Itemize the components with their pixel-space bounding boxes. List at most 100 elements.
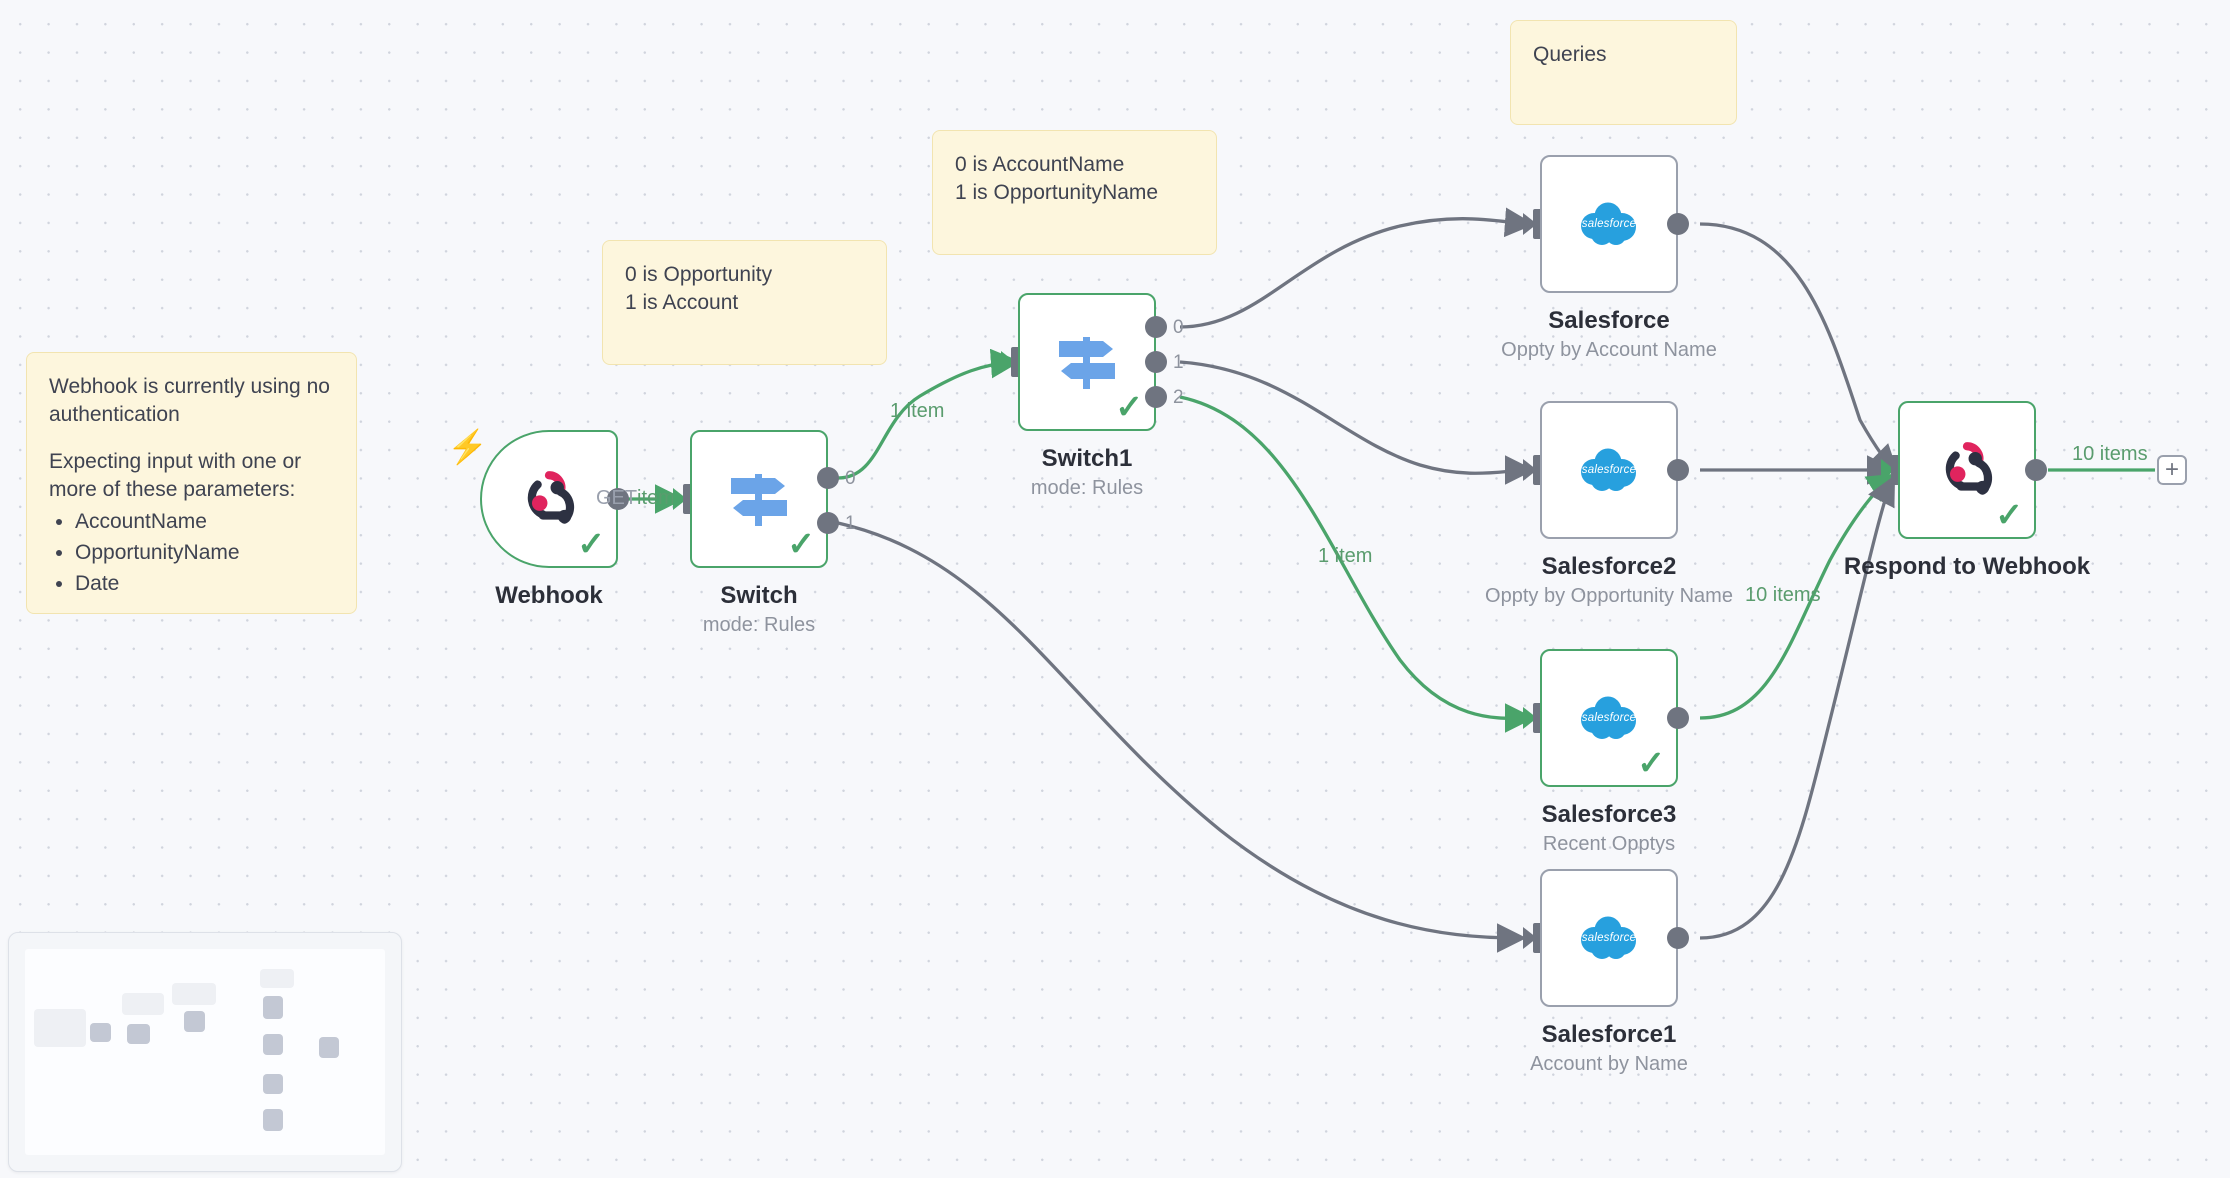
node-title: Salesforce1: [1541, 1021, 1677, 1048]
edge-switch1-0-to-salesforce: [1179, 207, 1535, 329]
edge-label-switch-to-switch1: 1 item: [890, 400, 945, 422]
webhook-icon: [527, 471, 575, 524]
minimap-node: [319, 1037, 339, 1058]
add-node-button[interactable]: +: [2157, 455, 2187, 485]
node-success-check-icon: ✓: [787, 525, 815, 562]
salesforce-wordmark: salesforce: [1581, 464, 1637, 476]
sticky-line: 0 is Opportunity: [625, 263, 773, 286]
edge-label-salesforce3-to-respond: 10 items: [1745, 584, 1821, 606]
edge-label-webhook-items: item: [637, 487, 675, 509]
edge-label-webhook-method: GET: [596, 487, 638, 509]
sticky-line: 1 is Account: [625, 290, 739, 314]
switch-icon: [731, 474, 787, 526]
sticky-line: Expecting input with one or: [49, 449, 302, 473]
node-subtitle: Recent Opptys: [1542, 833, 1676, 855]
node-salesforce2-box[interactable]: salesforce: [1540, 401, 1678, 539]
node-title: Webhook: [495, 582, 603, 609]
salesforce-icon: salesforce: [1578, 448, 1640, 492]
output-port-dot[interactable]: [1667, 459, 1689, 481]
node-subtitle: Oppty by Account Name: [1501, 339, 1717, 361]
minimap-node: [263, 1034, 283, 1055]
list-item: OpportunityName: [75, 539, 334, 567]
node-success-check-icon: ✓: [577, 525, 605, 562]
sticky-line: 0 is AccountName: [955, 153, 1125, 176]
sticky-line: 1 is OpportunityName: [955, 180, 1159, 204]
minimap-node: [263, 996, 283, 1019]
node-title: Switch1: [1041, 445, 1133, 472]
sticky-line: Webhook is currently using no: [49, 375, 330, 398]
minimap-note: [260, 969, 294, 988]
minimap-node: [127, 1024, 150, 1044]
sticky-note-webhook-auth[interactable]: Webhook is currently using no authentica…: [26, 352, 357, 614]
output-port-dot[interactable]: [2025, 459, 2047, 481]
sticky-line: more of these parameters:: [49, 477, 296, 501]
minimap-node: [184, 1011, 205, 1032]
node-switch[interactable]: ✓ 0 1 Switch mode: Rules: [673, 430, 856, 636]
output-label-1: 1: [845, 513, 856, 534]
node-salesforce2[interactable]: salesforce Salesforce2 Oppty by Opportun…: [1485, 401, 1733, 607]
node-switch1-box[interactable]: ✓: [1018, 293, 1156, 431]
node-salesforce3[interactable]: salesforce ✓ Salesforce3 Recent Opptys: [1523, 649, 1689, 855]
list-item: AccountName: [75, 508, 334, 536]
node-success-check-icon: ✓: [1995, 496, 2023, 533]
switch-icon: [1059, 337, 1115, 389]
salesforce-wordmark: salesforce: [1581, 712, 1637, 724]
node-respond-box[interactable]: ✓: [1898, 401, 2036, 539]
minimap-note: [122, 993, 164, 1015]
salesforce-wordmark: salesforce: [1581, 932, 1637, 944]
node-switch1[interactable]: ✓ 0 1 2 Switch1 mode: Rules: [1001, 293, 1184, 499]
node-salesforce1[interactable]: salesforce Salesforce1 Account by Name: [1523, 869, 1689, 1075]
output-port-dot[interactable]: [1667, 213, 1689, 235]
output-port-dot-2[interactable]: [1145, 386, 1167, 408]
node-subtitle: Account by Name: [1530, 1053, 1688, 1075]
output-port-dot-1[interactable]: [1145, 351, 1167, 373]
node-subtitle: Oppty by Opportunity Name: [1485, 585, 1733, 607]
output-port-dot[interactable]: [607, 488, 629, 510]
webhook-icon: [1945, 442, 1993, 495]
output-port-dot[interactable]: [1667, 707, 1689, 729]
trigger-bolt-icon: ⚡: [447, 428, 489, 465]
minimap-note: [34, 1009, 86, 1047]
output-port-dot-1[interactable]: [817, 512, 839, 534]
minimap-node: [263, 1109, 283, 1131]
sticky-note-switch1-mapping[interactable]: 0 is AccountName 1 is OpportunityName: [932, 130, 1217, 255]
sticky-line: authentication: [49, 402, 180, 426]
output-label-1: 1: [1173, 352, 1184, 373]
salesforce-wordmark: salesforce: [1581, 218, 1637, 230]
node-salesforce3-box[interactable]: salesforce ✓: [1540, 649, 1678, 787]
node-title: Salesforce3: [1541, 801, 1677, 828]
list-item: Date: [75, 570, 334, 598]
node-salesforce[interactable]: salesforce Salesforce Oppty by Account N…: [1501, 155, 1717, 361]
output-label-0: 0: [845, 468, 856, 489]
output-port-dot-0[interactable]: [817, 467, 839, 489]
node-respond-to-webhook[interactable]: ✓ Respond to Webhook: [1844, 401, 2090, 580]
node-success-check-icon: ✓: [1637, 744, 1665, 781]
minimap-viewport[interactable]: [25, 949, 385, 1155]
node-success-check-icon: ✓: [1115, 388, 1143, 425]
node-webhook[interactable]: ⚡ ✓ Webhook: [447, 428, 629, 609]
edge-salesforce-to-respond: [1699, 222, 1899, 475]
sticky-note-switch-mapping[interactable]: 0 is Opportunity 1 is Account: [602, 240, 887, 365]
node-webhook-box[interactable]: ✓: [480, 430, 618, 568]
node-salesforce1-box[interactable]: salesforce: [1540, 869, 1678, 1007]
sticky-spacer: [49, 429, 334, 448]
sticky-note-queries[interactable]: Queries: [1510, 20, 1737, 125]
node-salesforce-box[interactable]: salesforce: [1540, 155, 1678, 293]
sticky-bullet-list: AccountName OpportunityName Date: [75, 508, 334, 598]
output-port-dot-0[interactable]: [1145, 316, 1167, 338]
node-subtitle: mode: Rules: [1030, 477, 1144, 499]
output-label-0: 0: [1173, 317, 1184, 338]
edge-switch1-1-to-salesforce2: [1179, 360, 1535, 485]
output-port-dot[interactable]: [1667, 927, 1689, 949]
canvas-minimap[interactable]: [8, 932, 402, 1172]
node-subtitle: mode: Rules: [702, 614, 816, 636]
node-switch-box[interactable]: ✓: [690, 430, 828, 568]
node-title: Salesforce2: [1541, 553, 1677, 580]
node-title: Respond to Webhook: [1843, 553, 2091, 580]
minimap-node: [263, 1074, 283, 1094]
sticky-line: Queries: [1533, 43, 1607, 66]
edge-switch-1-to-salesforce1: [837, 521, 1527, 953]
salesforce-icon: salesforce: [1578, 202, 1640, 246]
edge-label-switch1-to-salesforce3: 1 item: [1318, 545, 1373, 567]
